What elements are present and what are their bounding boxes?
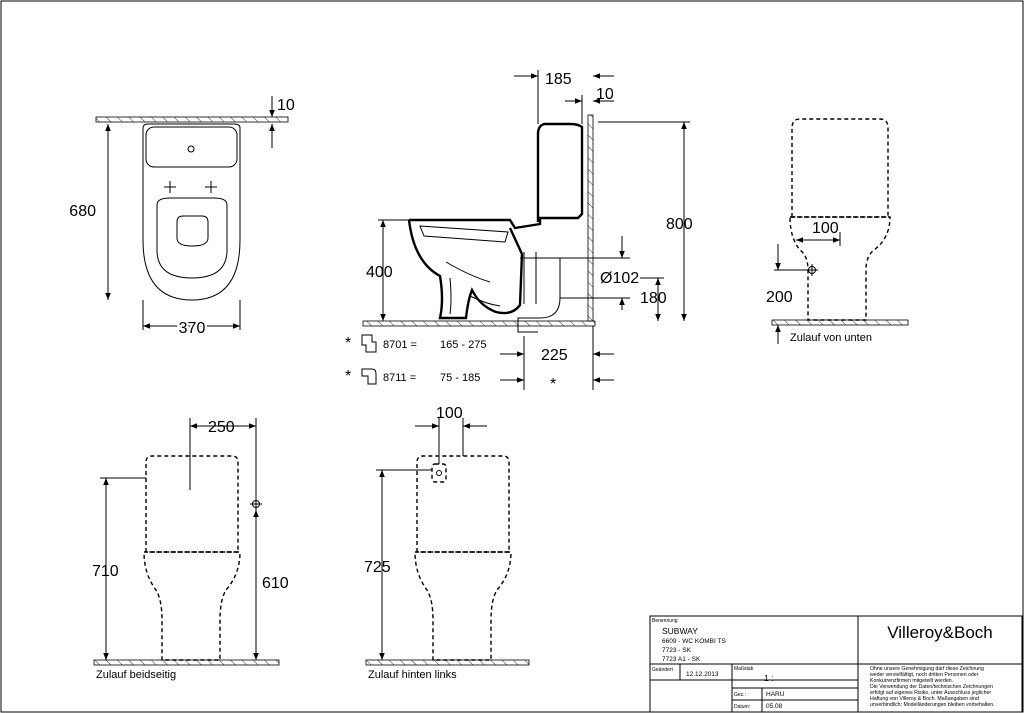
dim-200: 200: [766, 289, 793, 306]
cistern-outline-rear-inlet: [416, 455, 510, 553]
pan-outline-side-inlet: [143, 551, 241, 661]
legal-note-5: erfolgt auf eigenes Risiko, unter Aussch…: [870, 690, 991, 696]
dim-800: 800: [666, 216, 693, 233]
product-line-2: 7723 - SK: [662, 647, 692, 654]
wall-hatch-side: [587, 114, 594, 322]
datum-value: 05.08: [766, 703, 783, 710]
brand-logo: Villeroy&Boch: [887, 623, 993, 642]
front-view-bottom-inlet: 100 200 Zulauf von unten: [766, 118, 909, 344]
wall-hatch-top: [95, 116, 289, 123]
dim-400: 400: [366, 264, 393, 281]
product-line-1: 6609 - WC KOMBI TS: [662, 638, 726, 645]
floor-hatch-side: [362, 320, 596, 327]
top-view: 680 370 10: [69, 96, 295, 339]
legal-note-6: Haftung von Villeroy & Boch. Maßangaben …: [870, 696, 979, 702]
floor-hatch-front: [771, 319, 909, 326]
connector-2-star: *: [345, 368, 351, 385]
dim-180: 180: [640, 290, 667, 307]
cistern-section: [409, 122, 584, 230]
legal-note-2: weder vervielfältigt, noch dritten Perso…: [870, 672, 979, 678]
product-line-3: 7723 A1 - SK: [662, 656, 701, 663]
pan-section: [407, 219, 524, 320]
caption-bottom-inlet: Zulauf von unten: [790, 332, 872, 344]
legal-note-3: Konkurrenzfirmen mitgeteilt werden.: [870, 678, 953, 684]
dim-185: 185: [545, 71, 572, 88]
label-benennung: Benennung: [652, 618, 678, 624]
floor-hatch-rear-inlet: [365, 659, 530, 666]
gez-value: HARU: [766, 691, 785, 698]
label-geaendert: Geändert: [652, 667, 673, 673]
dim-100-rear: 100: [436, 405, 463, 422]
connector-8701-icon: [361, 334, 377, 353]
dim-225: 225: [541, 347, 568, 364]
dim-10-top: 10: [277, 97, 295, 114]
label-datum: Datum:: [734, 704, 750, 710]
label-gez: Gez.:: [734, 692, 746, 698]
dim-370: 370: [179, 320, 206, 337]
caption-rear-inlet: Zulauf hinten links: [368, 669, 457, 681]
flush-button-icon: [187, 145, 195, 153]
cistern-outline-side-inlet: [145, 455, 239, 553]
product-name: SUBWAY: [662, 626, 698, 636]
side-section-view: 400 185 10 800 Ø102 180 225 *: [362, 70, 693, 393]
connector-1-star: *: [345, 335, 351, 352]
scale-value: 1 :: [764, 673, 773, 683]
connector-8711-icon: [361, 368, 377, 385]
dim-710: 710: [92, 563, 119, 580]
rear-inlet-recess: [431, 463, 447, 483]
front-view-side-inlet: 250 710 610 Zulauf beidseitig: [92, 418, 289, 681]
pan-outline-top: [142, 123, 241, 301]
front-view-rear-inlet: 100 725 Zulauf hinten links: [364, 405, 530, 681]
cistern-outline-front: [791, 118, 889, 218]
dim-10-wall: 10: [596, 86, 614, 103]
trap-inner: [445, 261, 501, 315]
rear-inlet-icon: [436, 470, 442, 476]
dim-225-star: *: [550, 376, 556, 393]
fixing-marks: [164, 181, 217, 193]
dim-725: 725: [364, 559, 391, 576]
connector-2-range: 75 - 185: [440, 372, 480, 384]
title-block: Benennung SUBWAY 6609 - WC KOMBI TS 7723…: [649, 615, 1023, 713]
dim-diameter-102: Ø102: [600, 270, 639, 287]
bowl-opening-top: [176, 215, 209, 247]
dim-100-bottom: 100: [812, 220, 839, 237]
pan-outline-front: [789, 216, 891, 321]
floor-hatch-side-inlet: [93, 659, 280, 666]
connector-2-code: 8711 =: [383, 372, 416, 384]
seat-section: [419, 225, 509, 243]
connector-legend: * 8701 = 165 - 275 * 8711 = 75 - 185: [345, 334, 486, 385]
dim-680: 680: [69, 203, 96, 220]
legal-note-1: Ohne unsere Genehmigung darf diese Zeich…: [870, 666, 984, 672]
connector-1-range: 165 - 275: [440, 339, 486, 351]
dim-610: 610: [262, 575, 289, 592]
cistern-top: [145, 126, 238, 168]
dim-250: 250: [208, 419, 235, 436]
caption-side-inlet: Zulauf beidseitig: [96, 669, 176, 681]
label-massstab: Maßstab: [734, 666, 754, 672]
pan-outline-rear-inlet: [414, 551, 512, 661]
legal-note-4: Die Verwendung der Daten/technischen Zei…: [870, 684, 993, 690]
connector-1-code: 8701 =: [383, 339, 417, 351]
legal-note-7: unverbindlich; Modelländerungen bleiben …: [870, 702, 995, 708]
seat-outline-top: [156, 197, 228, 279]
change-date: 12.12.2013: [686, 671, 719, 678]
